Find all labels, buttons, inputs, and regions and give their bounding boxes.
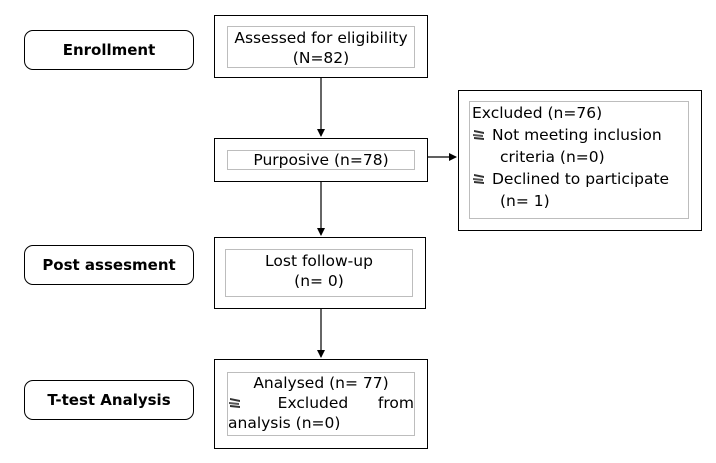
lost-followup-count: (n= 0) [294, 272, 344, 290]
assessed-inner: Assessed for eligibility (N=82) [227, 26, 415, 68]
analysed-box: Analysed (n= 77) Excluded from analysis … [214, 359, 428, 449]
purposive-text: Purposive (n=78) [253, 151, 389, 169]
stage-label-post-assessment-text: Post assesment [42, 256, 176, 274]
lost-followup-title: Lost follow-up [265, 252, 373, 270]
stage-label-enrollment-text: Enrollment [62, 41, 156, 59]
books-stack-icon [473, 130, 484, 140]
analysed-exclusion-count: analysis (n=0) [228, 414, 341, 432]
excluded-inner: Excluded (n=76) Not meeting inclusion cr… [469, 101, 689, 219]
books-stack-icon [473, 174, 484, 184]
analysed-inner: Analysed (n= 77) Excluded from analysis … [227, 372, 415, 436]
excluded-item-declined-line2: (n= 1) [500, 192, 550, 210]
excluded-item-not-meeting-line2: criteria (n=0) [500, 148, 605, 166]
assessed-count: (N=82) [292, 49, 350, 67]
stage-label-enrollment: Enrollment [24, 30, 194, 70]
excluded-title: Excluded (n=76) [472, 104, 603, 122]
lost-followup-box: Lost follow-up (n= 0) [214, 237, 426, 309]
stage-label-post-assessment: Post assesment [24, 245, 194, 285]
purposive-inner: Purposive (n=78) [227, 150, 415, 170]
stage-label-ttest-text: T-test Analysis [47, 391, 171, 409]
assessed-title: Assessed for eligibility [234, 29, 408, 47]
analysed-excluded-word: Excluded [277, 394, 349, 412]
books-stack-icon [229, 398, 240, 408]
lost-followup-inner: Lost follow-up (n= 0) [225, 249, 413, 297]
analysed-title: Analysed (n= 77) [253, 374, 389, 392]
stage-label-ttest: T-test Analysis [24, 380, 194, 420]
analysed-from-word: from [377, 394, 414, 412]
excluded-item-not-meeting-line1: Not meeting inclusion [492, 126, 662, 144]
excluded-item-not-meeting: Not meeting inclusion [472, 125, 688, 145]
purposive-box: Purposive (n=78) [214, 138, 428, 182]
excluded-box: Excluded (n=76) Not meeting inclusion cr… [458, 90, 702, 231]
analysed-excluded-row: Excluded from [228, 393, 414, 413]
assessed-box: Assessed for eligibility (N=82) [214, 15, 428, 78]
excluded-item-declined-line1: Declined to participate [492, 170, 670, 188]
excluded-item-declined: Declined to participate [472, 169, 688, 189]
